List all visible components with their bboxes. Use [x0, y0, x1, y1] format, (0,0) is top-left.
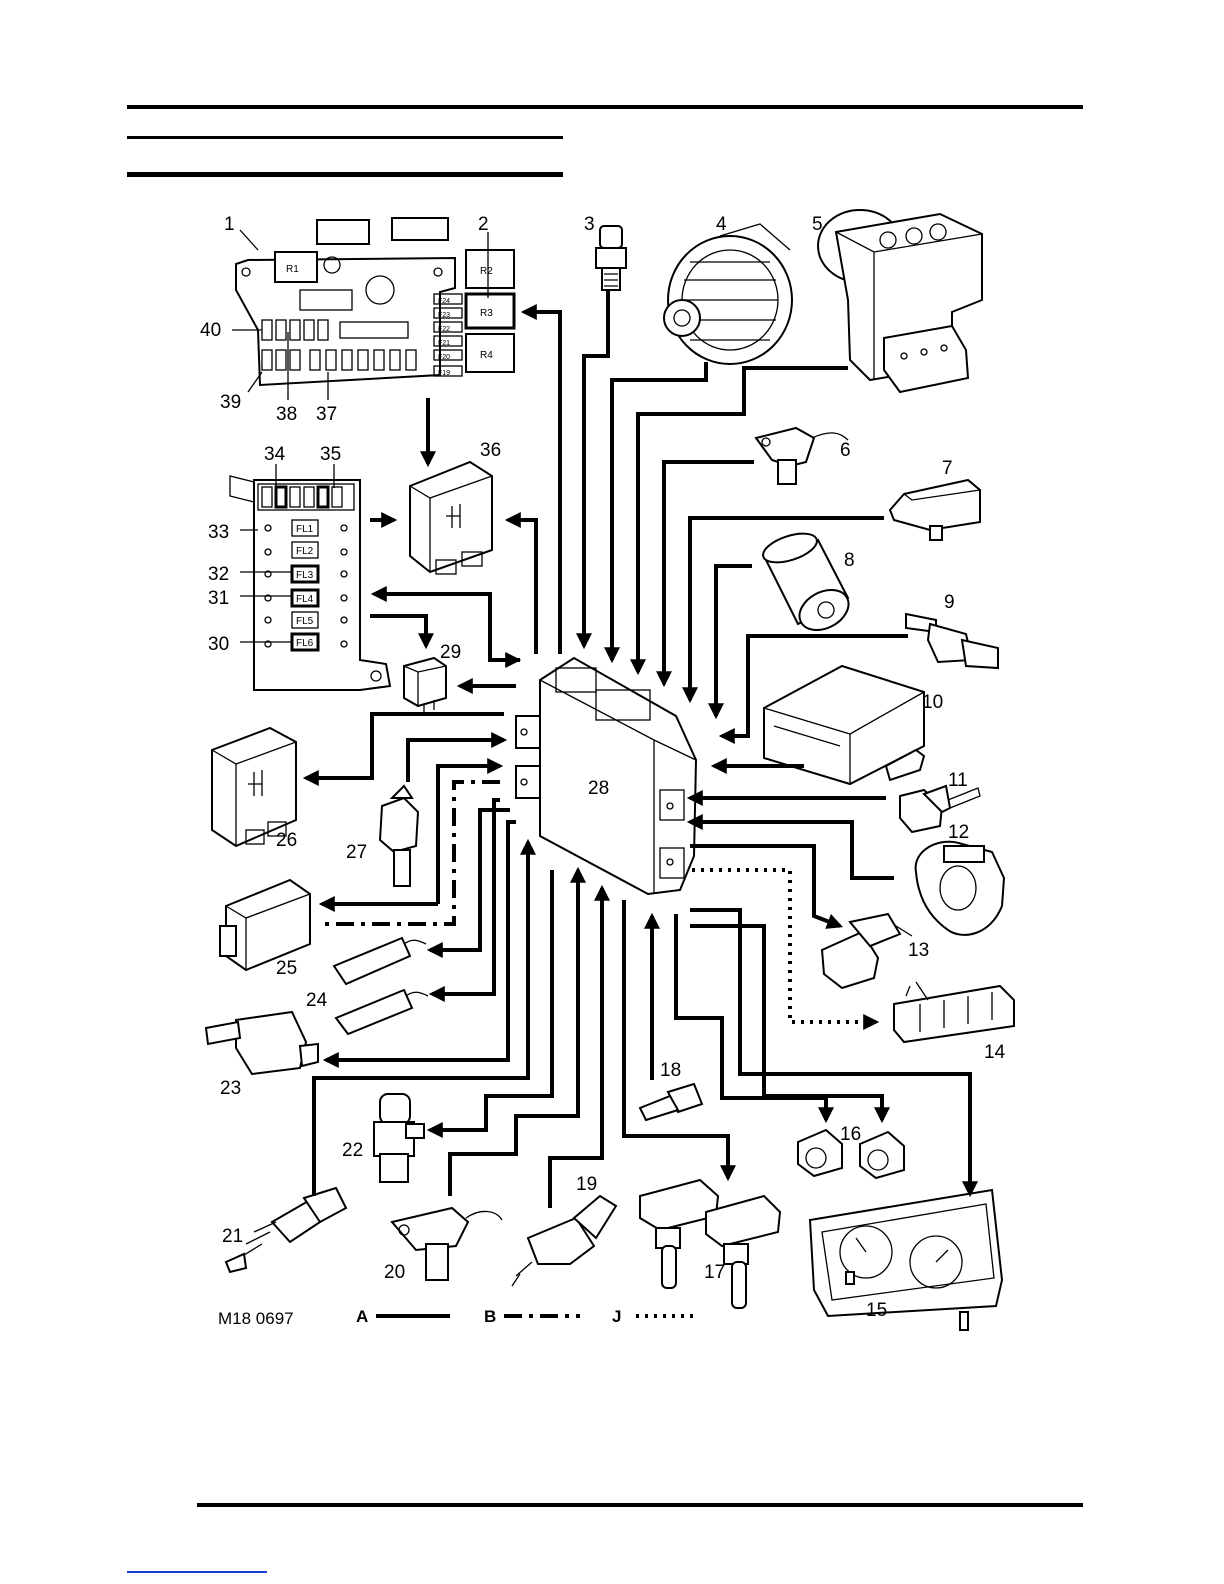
callout-27: 27 [346, 842, 367, 863]
callout-19: 19 [576, 1174, 597, 1195]
module-25-icon [220, 880, 310, 970]
callout-7: 7 [942, 458, 953, 479]
alternator-icon [664, 224, 792, 364]
abs-modulator-icon [818, 210, 982, 392]
oxygen-sensor-a-icon [334, 938, 426, 984]
callout-1: 1 [224, 214, 235, 235]
callout-36: 36 [480, 440, 501, 461]
fuse-f21-label: F21 [438, 340, 450, 347]
callout-26: 26 [276, 830, 297, 851]
callout-5: 5 [812, 214, 823, 235]
callout-30: 30 [208, 634, 229, 655]
fusible-link-fl6-label: FL6 [296, 638, 314, 649]
fusible-link-fl1-label: FL1 [296, 524, 314, 535]
callout-8: 8 [844, 550, 855, 571]
callout-22: 22 [342, 1140, 363, 1161]
callout-24: 24 [306, 990, 328, 1011]
callout-11: 11 [948, 770, 968, 791]
engine-control-module-icon [516, 658, 696, 894]
relay-r4-label: R4 [480, 350, 493, 361]
callout-37: 37 [316, 404, 337, 425]
sensor-18-icon [640, 1084, 702, 1120]
fuse-f24-label: F24 [438, 298, 450, 305]
instrument-pack-icon [810, 1190, 1002, 1330]
relay-29-icon [404, 658, 446, 712]
callout-25: 25 [276, 958, 297, 979]
fuse-f23-label: F23 [438, 312, 450, 319]
sensor-16a-icon [798, 1130, 842, 1176]
fusible-link-fl2-label: FL2 [296, 546, 314, 557]
sensor-9-icon [906, 614, 998, 668]
callout-40: 40 [200, 320, 221, 341]
sensor-19-icon [512, 1196, 616, 1286]
callout-17: 17 [704, 1262, 725, 1283]
callout-39: 39 [220, 392, 241, 413]
figure-id: M18 0697 [218, 1309, 294, 1328]
fusible-link-fl3-label: FL3 [296, 570, 314, 581]
legend-key-b: B [484, 1307, 496, 1326]
sensor-8-icon [760, 528, 856, 638]
callout-38: 38 [276, 404, 297, 425]
callout-35: 35 [320, 444, 341, 465]
relay-module-36-icon [410, 462, 492, 574]
valve-23-icon [206, 1012, 318, 1074]
diagnostic-connector-icon [894, 982, 1014, 1042]
callout-18: 18 [660, 1060, 681, 1081]
callout-28: 28 [588, 778, 609, 799]
sensor-12-icon [916, 842, 1004, 935]
callout-6: 6 [840, 440, 851, 461]
relay-r2-label: R2 [480, 266, 493, 277]
callout-16: 16 [840, 1124, 861, 1145]
callout-34: 34 [264, 444, 286, 465]
injector-22-icon [374, 1094, 424, 1182]
relay-module-26-icon [212, 728, 296, 846]
callout-9: 9 [944, 592, 955, 613]
callout-21: 21 [222, 1226, 243, 1247]
fuse-f19-label: F19 [438, 370, 450, 377]
relay-r3-label: R3 [480, 308, 493, 319]
callout-32: 32 [208, 564, 229, 585]
sensor-27-icon [380, 786, 418, 886]
fuse-box-icon [236, 218, 455, 385]
sensor-3-icon [596, 226, 626, 290]
sensor-6-icon [756, 428, 848, 484]
sensor-16b-icon [860, 1132, 904, 1178]
fuse-f20-label: F20 [438, 354, 450, 361]
sensor-20-icon [392, 1208, 502, 1280]
callout-31: 31 [208, 588, 229, 609]
switch-21-icon [226, 1188, 346, 1272]
callout-13: 13 [908, 940, 929, 961]
oxygen-sensor-b-icon [336, 990, 428, 1034]
callout-4: 4 [716, 214, 727, 235]
fusible-link-fl5-label: FL5 [296, 616, 314, 627]
callout-29: 29 [440, 642, 461, 663]
fusible-link-box-icon [230, 476, 390, 690]
legend-key-a: A [356, 1307, 368, 1326]
callout-3: 3 [584, 214, 595, 235]
callout-23: 23 [220, 1078, 241, 1099]
legend-key-j: J [612, 1307, 621, 1326]
callout-33: 33 [208, 522, 229, 543]
callout-10: 10 [922, 692, 943, 713]
callout-2: 2 [478, 214, 489, 235]
sensor-7-icon [890, 480, 980, 540]
callout-20: 20 [384, 1262, 405, 1283]
callout-14: 14 [984, 1042, 1006, 1063]
relay-r1-label: R1 [286, 264, 299, 275]
callout-12: 12 [948, 822, 969, 843]
fusible-link-fl4-label: FL4 [296, 594, 314, 605]
legend: A B J [356, 1307, 696, 1326]
fuse-f22-label: F22 [438, 326, 450, 333]
callout-15: 15 [866, 1300, 887, 1321]
ignition-coil-b-icon [706, 1196, 780, 1308]
